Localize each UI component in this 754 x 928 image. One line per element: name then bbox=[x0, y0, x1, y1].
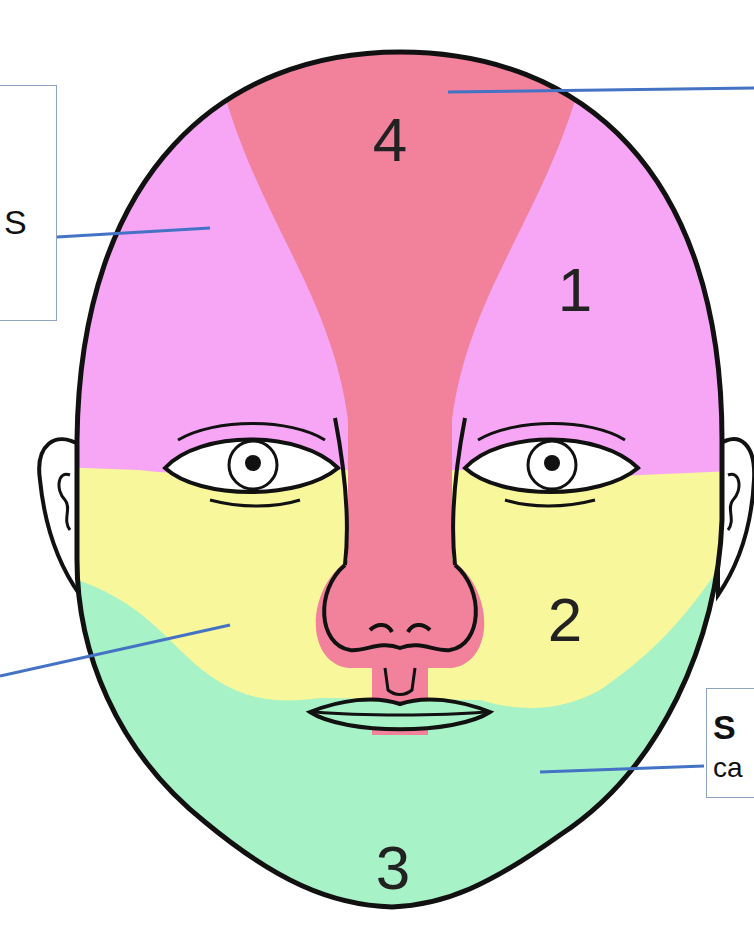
mouth bbox=[310, 699, 490, 729]
region-number: 3 bbox=[376, 837, 410, 899]
head-outline bbox=[77, 52, 722, 907]
region-number: 2 bbox=[548, 589, 582, 651]
callout-text: ca bbox=[713, 753, 743, 784]
eyes bbox=[165, 424, 638, 507]
callout-box: S bbox=[0, 85, 57, 321]
region-number: 4 bbox=[373, 109, 407, 171]
callout-box: Sca bbox=[706, 688, 754, 798]
leader-lines bbox=[0, 88, 754, 772]
callout-text: S bbox=[713, 709, 736, 746]
region-number: 1 bbox=[558, 259, 592, 321]
region-4 bbox=[212, 40, 590, 735]
callout-text: S bbox=[4, 204, 27, 241]
nose bbox=[324, 418, 476, 695]
left-ear bbox=[39, 439, 80, 595]
